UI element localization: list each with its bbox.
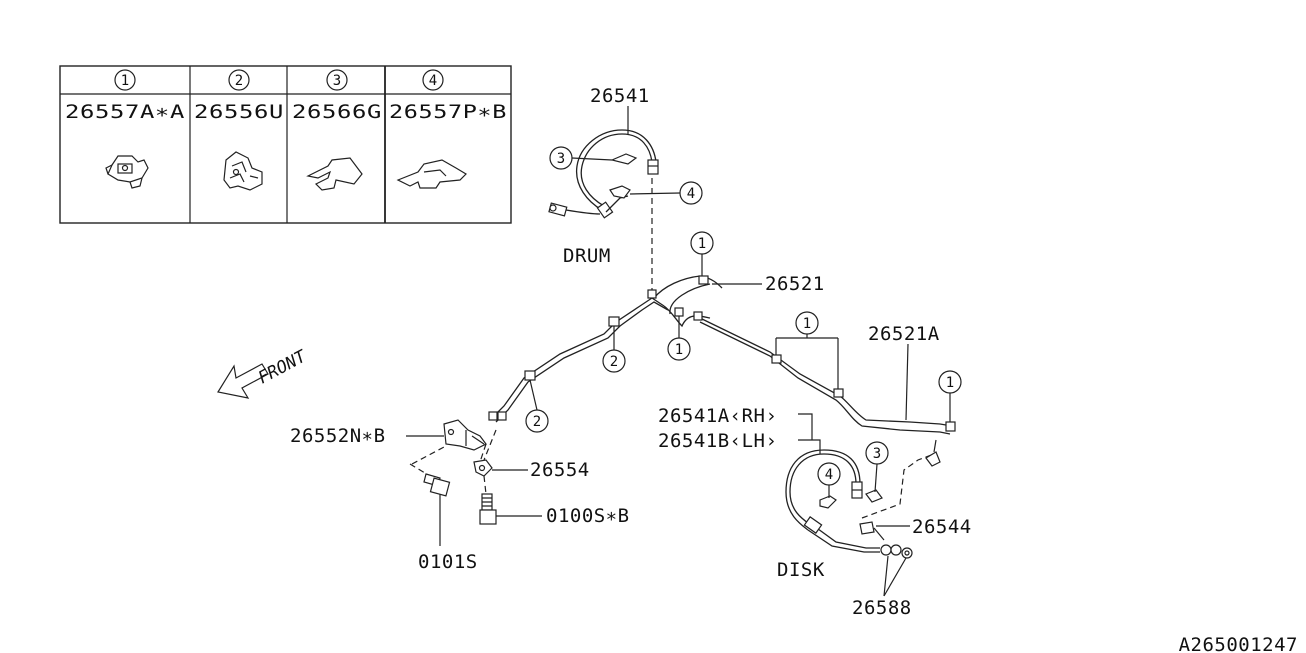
- clip-26556U-drawing: [223, 151, 263, 191]
- drum-hose-assembly: 26541 3 4 DRUM: [548, 85, 703, 290]
- callout-4-drum: 4: [687, 186, 695, 202]
- part-26541B-label: 26541B‹LH›: [658, 430, 777, 452]
- part-26552N-label: 26552N∗B: [290, 425, 386, 447]
- front-direction-arrow: FRONT: [217, 346, 311, 399]
- legend-part-3: 26566G: [292, 101, 382, 123]
- clip-26557A-drawing: [105, 155, 149, 189]
- legend-header-1: 1: [121, 73, 129, 89]
- bracket-bolt-assembly: 26552N∗B 26554 0101S 0100S∗B: [290, 419, 630, 573]
- clip-26557P-drawing: [396, 159, 467, 189]
- part-0101S-label: 0101S: [418, 551, 478, 573]
- legend-header-2: 2: [235, 73, 243, 89]
- bolt-0101S-drawing: [423, 473, 451, 546]
- disk-hose-assembly: 26541A‹RH› 26541B‹LH› 26544 26588 4: [658, 405, 972, 619]
- callout-3-disk: 3: [873, 446, 881, 462]
- callout-2-upper: 2: [610, 354, 618, 370]
- part-26521A-label: 26521A: [868, 323, 940, 345]
- legend-part-2: 26556U: [194, 101, 284, 123]
- callout-1-mid: 1: [803, 316, 811, 332]
- parts-legend-table: 1 2 3 4 26557A∗A 26556U 26566G 26557P∗B: [59, 65, 512, 224]
- front-label: FRONT: [255, 346, 311, 389]
- clip-26566G-drawing: [306, 157, 363, 191]
- callout-2-lower: 2: [533, 414, 541, 430]
- part-26544-label: 26544: [912, 516, 972, 538]
- callout-4-disk: 4: [825, 467, 833, 483]
- rear-brake-pipe-assembly: 26521 1 1 1 1 26521A 2 2: [488, 231, 962, 435]
- part-26541-label: 26541: [590, 85, 650, 107]
- callout-1-lower: 1: [675, 342, 683, 358]
- drum-label: DRUM: [563, 245, 611, 267]
- legend-part-4: 26557P∗B: [389, 101, 507, 123]
- callout-3-drum: 3: [557, 151, 565, 167]
- disk-label: DISK: [777, 559, 825, 581]
- legend-header-3: 3: [333, 73, 341, 89]
- callout-1-right: 1: [946, 375, 954, 391]
- part-0100S-label: 0100S∗B: [546, 505, 630, 527]
- part-26521-label: 26521: [765, 273, 825, 295]
- legend-header-4: 4: [429, 73, 437, 89]
- part-26554-label: 26554: [530, 459, 590, 481]
- bolt-0100S-drawing: [479, 493, 497, 525]
- part-26541A-label: 26541A‹RH›: [658, 405, 777, 427]
- part-26588-label: 26588: [852, 597, 912, 619]
- legend-part-1: 26557A∗A: [65, 101, 185, 123]
- callout-1-top: 1: [698, 236, 706, 252]
- figure-code: A265001247: [1179, 634, 1298, 653]
